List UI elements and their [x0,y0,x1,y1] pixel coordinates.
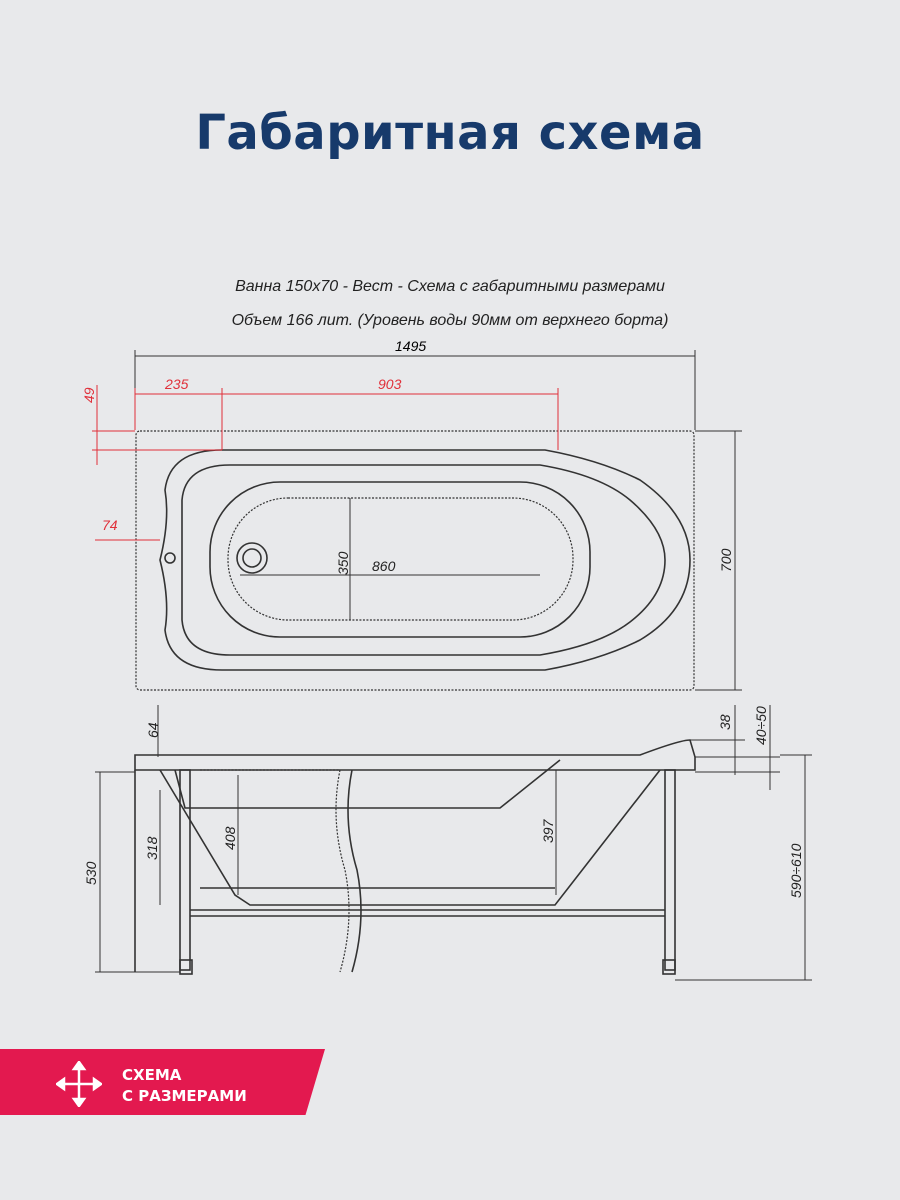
dim-74: 74 [102,517,118,533]
move-arrows-icon [56,1061,102,1107]
dim-40-50: 40÷50 [753,706,769,745]
leg-front-right [664,769,676,971]
dim-49: 49 [81,387,97,403]
dim-38: 38 [717,714,733,730]
scheme-badge: СХЕМА С РАЗМЕРАМИ [0,1049,325,1115]
dim-903: 903 [378,376,402,392]
tub-body-side [159,769,661,906]
dim-397: 397 [540,818,556,843]
page-title: Габаритная схема [195,105,705,161]
drawing-volume-note: Объем 166 лит. (Уровень воды 90мм от вер… [231,312,669,329]
badge-line-2: С РАЗМЕРАМИ [122,1087,247,1105]
dim-350: 350 [335,551,351,575]
foot-left [179,959,193,975]
drain-icon [236,542,268,574]
tub-outline-top [135,430,695,691]
top-view: 1495 235 903 49 74 350 860 700 [81,338,742,691]
dim-64: 64 [145,722,161,738]
foot-right [662,959,676,975]
dim-318: 318 [144,836,160,860]
dim-408: 408 [222,826,238,850]
leg-front-left [179,769,191,971]
dim-length: 1495 [395,338,426,354]
tub-rim-top [159,449,691,671]
tub-basin [209,481,591,638]
drawing-caption: Ванна 150x70 - Вест - Схема с габаритным… [235,278,665,295]
dim-700: 700 [718,548,734,572]
tub-rim-side [134,739,696,771]
dim-860: 860 [372,558,396,574]
dim-590-610: 590÷610 [788,843,804,898]
overflow-icon [164,552,176,564]
dim-235: 235 [164,376,189,392]
tub-inner-rim [181,464,666,656]
badge-line-1: СХЕМА [122,1066,182,1084]
dim-530: 530 [83,861,99,885]
side-view: 530 318 408 397 64 38 40÷50 590÷610 [83,705,812,981]
